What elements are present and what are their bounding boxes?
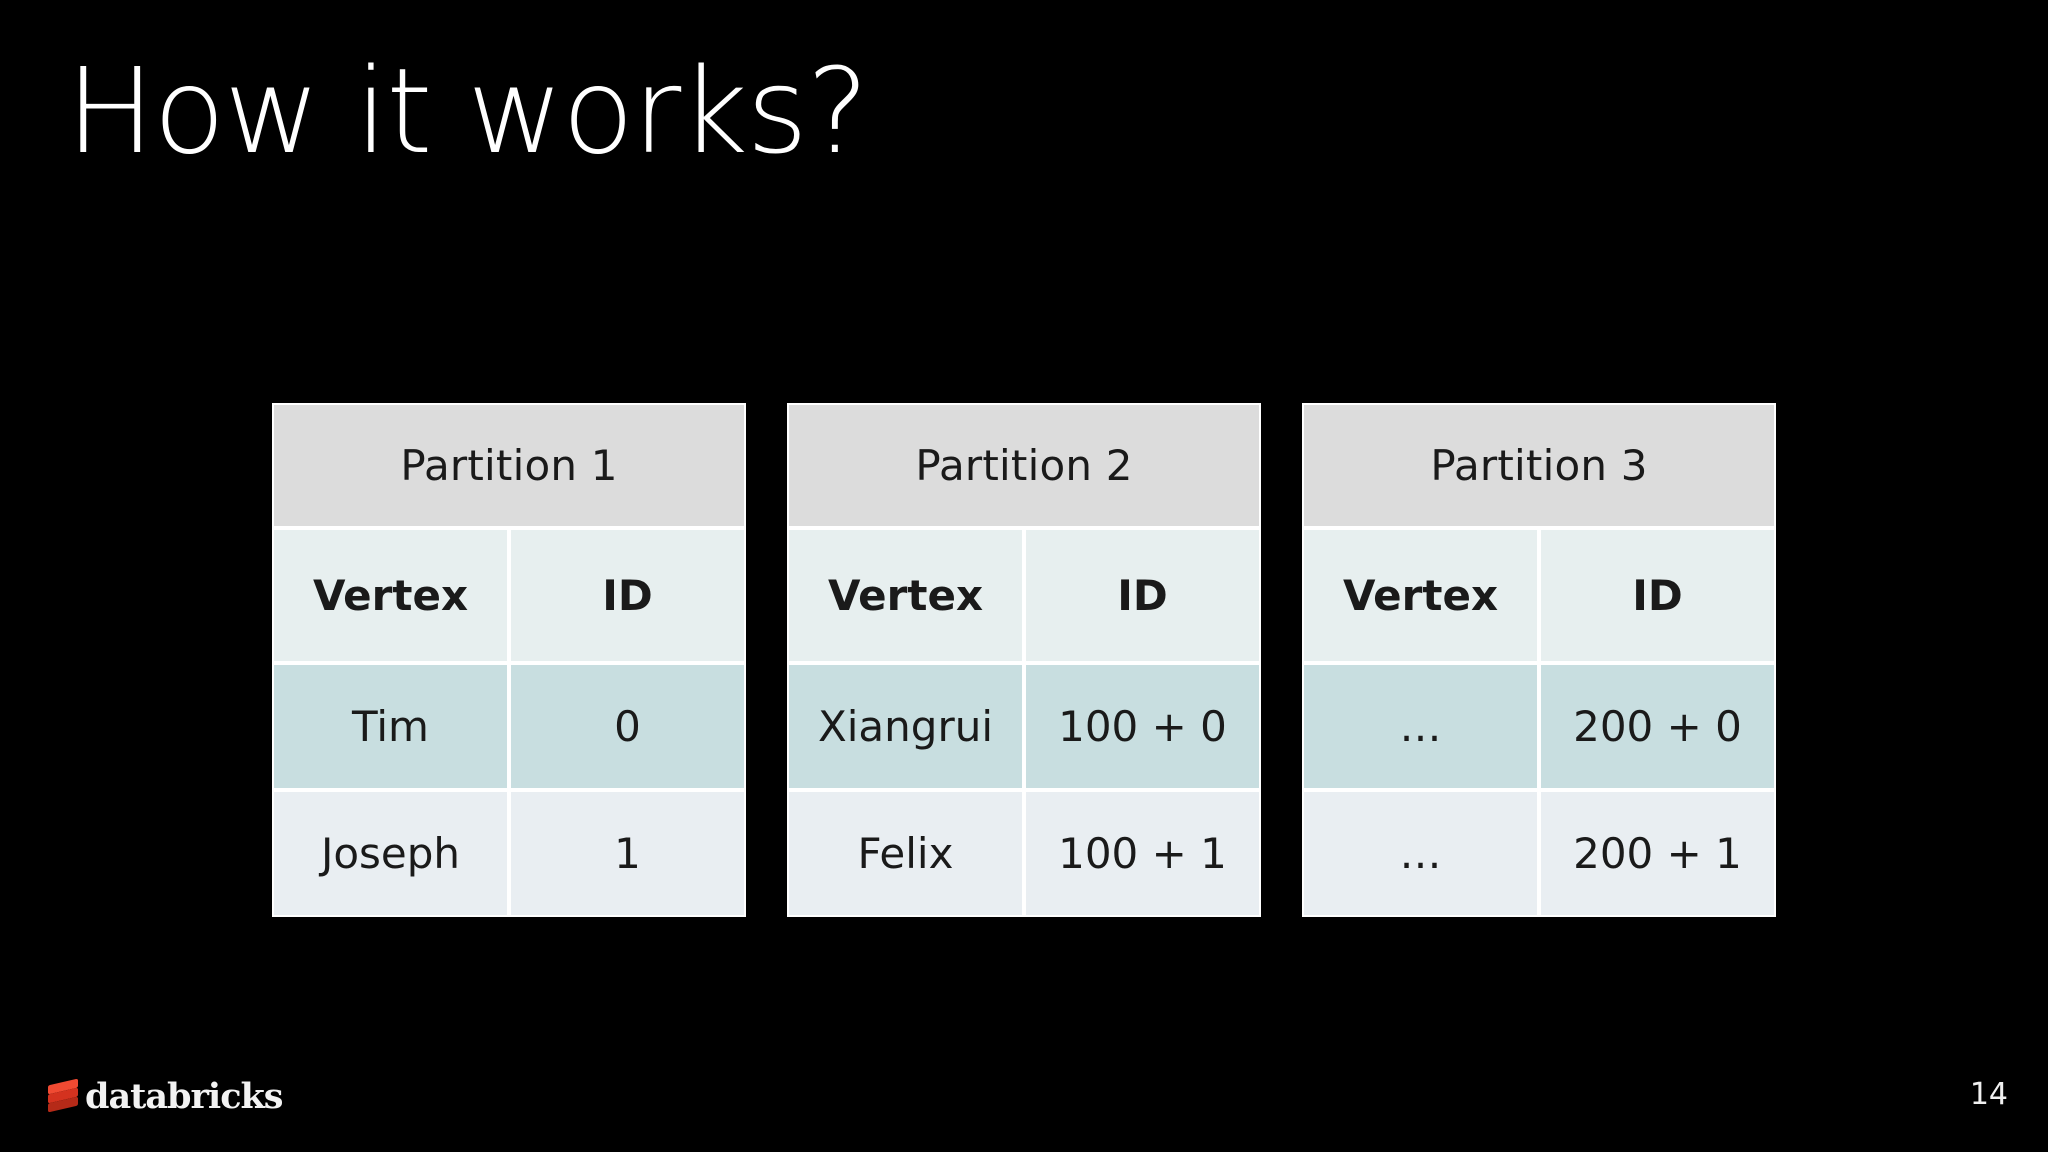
table-row: … 200 + 1	[1302, 790, 1776, 917]
page-number: 14	[1969, 1077, 2008, 1112]
page-title: How it works?	[66, 42, 869, 180]
partition-title-3: Partition 3	[1430, 440, 1648, 490]
cell-id: 100 + 1	[1024, 790, 1261, 917]
cell-vertex: Felix	[787, 790, 1024, 917]
partition-title-2: Partition 2	[915, 440, 1133, 490]
cell-id: 100 + 0	[1024, 663, 1261, 790]
column-header-vertex-1: Vertex	[272, 528, 509, 663]
cell-id: 0	[509, 663, 746, 790]
column-header-vertex-2: Vertex	[787, 528, 1024, 663]
partition-header-2: Partition 2	[787, 403, 1261, 528]
databricks-logo: databricks	[48, 1076, 283, 1117]
column-header-vertex-3: Vertex	[1302, 528, 1539, 663]
column-header-row-3: Vertex ID	[1302, 528, 1776, 663]
partition-header-3: Partition 3	[1302, 403, 1776, 528]
partition-table-1: Partition 1 Vertex ID Tim 0 Joseph 1	[272, 403, 746, 917]
column-header-row-1: Vertex ID	[272, 528, 746, 663]
table-row: Joseph 1	[272, 790, 746, 917]
table-row: Xiangrui 100 + 0	[787, 663, 1261, 790]
table-row: Felix 100 + 1	[787, 790, 1261, 917]
partition-tables-group: Partition 1 Vertex ID Tim 0 Joseph 1 Par…	[272, 403, 1776, 917]
cell-vertex: Tim	[272, 663, 509, 790]
cell-vertex: …	[1302, 663, 1539, 790]
cell-vertex: …	[1302, 790, 1539, 917]
cell-vertex: Joseph	[272, 790, 509, 917]
table-row: … 200 + 0	[1302, 663, 1776, 790]
cell-id: 1	[509, 790, 746, 917]
column-header-id-1: ID	[509, 528, 746, 663]
brand-name: databricks	[85, 1076, 283, 1117]
cell-id: 200 + 1	[1539, 790, 1776, 917]
partition-table-2: Partition 2 Vertex ID Xiangrui 100 + 0 F…	[787, 403, 1261, 917]
partition-header-1: Partition 1	[272, 403, 746, 528]
cell-id: 200 + 0	[1539, 663, 1776, 790]
partition-table-3: Partition 3 Vertex ID … 200 + 0 … 200 + …	[1302, 403, 1776, 917]
table-row: Tim 0	[272, 663, 746, 790]
databricks-bricks-icon	[48, 1078, 78, 1114]
column-header-id-3: ID	[1539, 528, 1776, 663]
column-header-row-2: Vertex ID	[787, 528, 1261, 663]
column-header-id-2: ID	[1024, 528, 1261, 663]
cell-vertex: Xiangrui	[787, 663, 1024, 790]
partition-title-1: Partition 1	[400, 440, 618, 490]
